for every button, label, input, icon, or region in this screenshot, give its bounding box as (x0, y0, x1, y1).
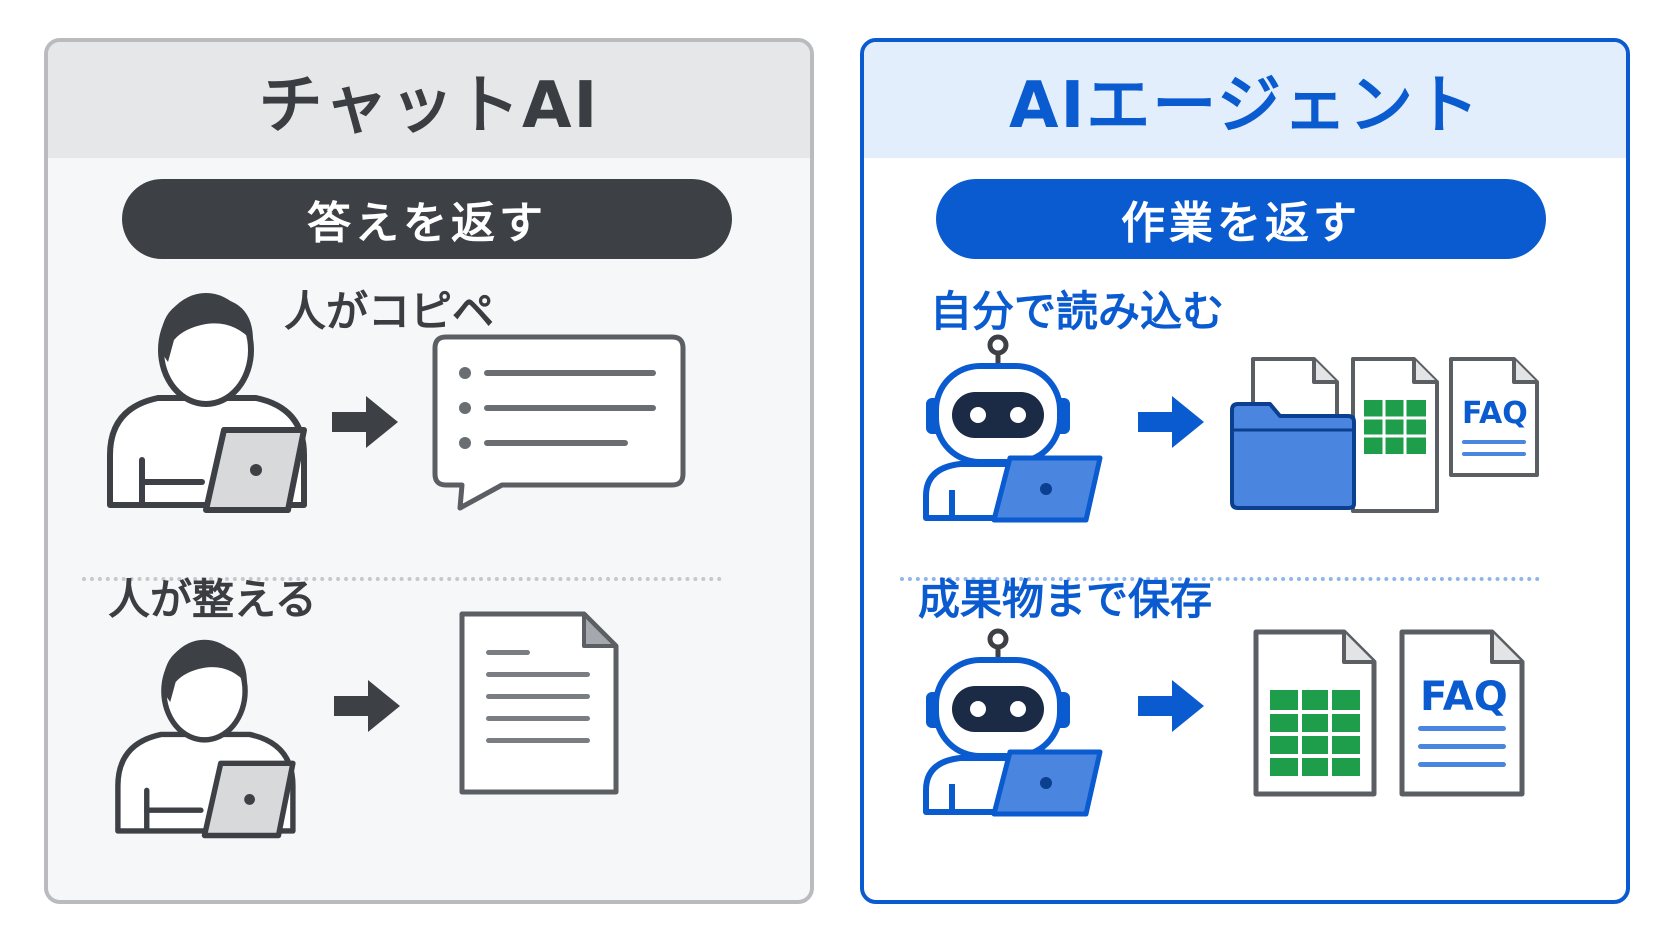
faq-label-small: FAQ (1462, 396, 1528, 431)
document-icon (459, 611, 619, 795)
section-divider (900, 577, 1540, 581)
spreadsheet-icon (1351, 357, 1439, 513)
arrow-right-icon (1138, 680, 1204, 732)
step-label-format: 人が整える (108, 575, 317, 624)
ai-agent-panel: AIエージェント 作業を返す 自分で読み込む FAQ (860, 38, 1630, 904)
panel-title: AIエージェント (864, 42, 1626, 158)
faq-label-large: FAQ (1420, 674, 1508, 720)
chat-ai-panel: チャットAI 答えを返す 人がコピペ 人が整える (44, 38, 814, 904)
faq-document-icon (1399, 629, 1525, 797)
step-label-copy-paste: 人がコピペ (284, 287, 495, 336)
panel-title: チャットAI (48, 42, 810, 158)
person-laptop-icon (115, 639, 296, 839)
step-label-save-output: 成果物まで保存 (918, 575, 1213, 624)
faq-document-icon (1449, 357, 1539, 477)
person-laptop-icon (107, 293, 307, 513)
robot-laptop-icon (923, 628, 1103, 817)
robot-laptop-icon (923, 334, 1103, 523)
summary-pill: 答えを返す (122, 179, 732, 259)
folder-icon (1230, 402, 1356, 510)
summary-pill: 作業を返す (936, 179, 1546, 259)
spreadsheet-icon (1253, 629, 1377, 797)
chat-bubble-icon (432, 334, 686, 511)
step-label-read-in: 自分で読み込む (930, 287, 1225, 336)
arrow-right-icon (332, 396, 398, 448)
section-divider (82, 577, 722, 581)
arrow-right-icon (1138, 396, 1204, 448)
arrow-right-icon (334, 680, 400, 732)
